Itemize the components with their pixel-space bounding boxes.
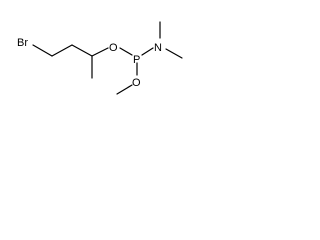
atom-labels: Br O P N O bbox=[17, 37, 162, 89]
atom-label-p: P bbox=[133, 54, 140, 66]
molecule-structure: Br O P N O bbox=[17, 21, 183, 95]
bond-o-ester-p bbox=[119, 47, 133, 56]
bond-o-methoxy-methyl bbox=[116, 84, 133, 95]
atom-label-br: Br bbox=[17, 37, 28, 49]
bond-c3-o-ester bbox=[91, 47, 109, 57]
bonds bbox=[32, 21, 183, 95]
atom-label-o-methoxy: O bbox=[132, 77, 141, 89]
bond-br-c1 bbox=[32, 44, 53, 57]
bond-n-methyl-right bbox=[165, 48, 183, 59]
bond-c2-c3 bbox=[71, 44, 93, 57]
bond-c1-c2 bbox=[51, 44, 73, 57]
atom-label-n: N bbox=[154, 42, 162, 54]
bond-p-n bbox=[141, 47, 154, 56]
atom-label-o-ester: O bbox=[109, 42, 118, 54]
